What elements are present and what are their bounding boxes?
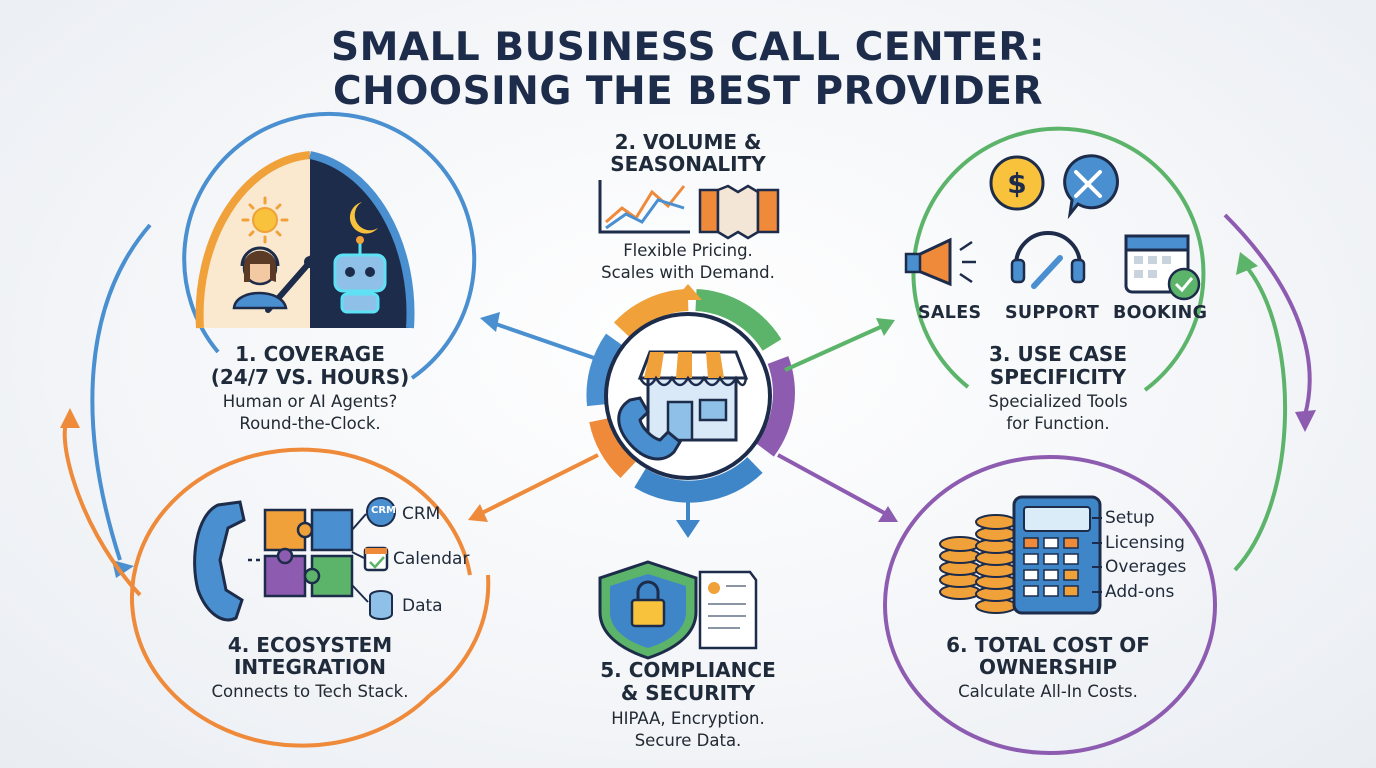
cost-overages: Overages [1105,557,1187,577]
coverage-circle [182,111,477,380]
robot-icon [333,236,387,314]
accordion-icon [698,184,780,240]
page-title-line2: CHOOSING THE BEST PROVIDER [333,69,1043,114]
coverage-heading-line2: (24/7 VS. HOURS) [210,365,410,389]
connector-lines [351,513,369,603]
coverage-sub-line1: Human or AI Agents? [222,392,398,411]
integration-heading-line2: INTEGRATION [233,655,387,679]
tools-icon [1063,154,1119,220]
storefront-icon [637,350,749,442]
line-chart-icon [598,180,690,234]
integration-calendar: Calendar [393,549,470,569]
use-case-booking: BOOKING [1113,303,1208,323]
use-case-sales: SALES [918,303,982,323]
cost-heading-line1: 6. TOTAL COST OF [946,633,1150,657]
spoke-arrows [468,284,898,538]
integration-crm: CRM [402,504,441,524]
integration-sub-line1: Connects to Tech Stack. [211,682,409,701]
cost-add-ons: Add-ons [1105,582,1175,602]
cost-circle [883,455,1217,755]
dollar-coin-icon: $ [989,155,1045,211]
document-icon [698,570,758,650]
volume-heading-line1: 2. VOLUME & [614,130,762,154]
page-title-line1: SMALL BUSINESS CALL CENTER: [331,25,1045,70]
usecase-circle [911,126,1206,392]
calendar-icon [363,546,389,572]
coverage-clock [195,151,415,329]
compliance-sub-line1: HIPAA, Encryption. [611,709,765,728]
puzzle-icon [263,508,354,598]
integration-data: Data [402,596,443,616]
volume-sub-line2: Scales with Demand. [601,263,775,282]
cost-heading-line2: OWNERSHIP [978,655,1118,679]
phone-icon [617,396,682,461]
crm-badge-icon [366,497,396,527]
compliance-heading-line1: 5. COMPLIANCE [600,658,776,682]
volume-heading-line2: SEASONALITY [610,152,766,176]
coins-icon [939,514,1017,614]
compliance-heading-line2: & SECURITY [620,681,756,705]
integration-heading-line1: 4. ECOSYSTEM [227,633,393,657]
cost-licensing: Licensing [1105,533,1185,553]
svg-text:$: $ [1007,167,1026,200]
outer-loop-left [60,223,152,597]
phone-handset-icon [193,500,246,622]
usecase-sub-line2: for Function. [1006,414,1110,433]
integration-circle-right [428,574,491,697]
usecase-heading-line2: SPECIFICITY [989,365,1127,389]
calculator-icon [1012,495,1102,615]
use-case-support: SUPPORT [1005,303,1100,323]
coverage-sub-line2: Round-the-Clock. [239,414,381,433]
cost-setup: Setup [1105,508,1155,528]
shield-lock-icon [598,560,698,660]
calendar-check-icon [1124,234,1201,301]
compliance-sub-line2: Secure Data. [634,731,742,750]
coverage-heading-line1: 1. COVERAGE [235,342,385,366]
usecase-heading-line1: 3. USE CASE [989,342,1127,366]
outer-loop-right [1223,213,1316,572]
moon-icon [349,202,378,234]
cost-brackets [1092,517,1102,593]
sun-icon [241,196,289,244]
headset-wrench-icon [1010,231,1086,289]
database-icon [369,590,393,620]
volume-sub-line1: Flexible Pricing. [623,241,753,260]
megaphone-icon [904,237,976,287]
cost-sub-line1: Calculate All-In Costs. [958,682,1138,701]
crm-badge: CRM [371,505,396,516]
integration-circle [129,447,472,748]
headset-agent-icon [232,246,288,310]
usecase-sub-line1: Specialized Tools [988,392,1128,411]
